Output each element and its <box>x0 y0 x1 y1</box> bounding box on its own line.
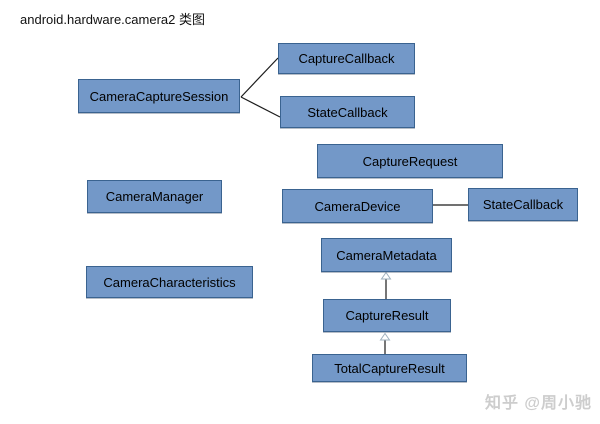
generalization-arrow-icon <box>379 332 391 341</box>
node-state-callback-session: StateCallback <box>280 96 415 128</box>
generalization-arrow-icon <box>380 271 392 280</box>
node-camera-device: CameraDevice <box>282 189 433 223</box>
node-state-callback-device: StateCallback <box>468 188 578 221</box>
node-camera-manager: CameraManager <box>87 180 222 213</box>
edge-session-statecallback <box>240 96 281 118</box>
node-capture-result: CaptureResult <box>323 299 451 332</box>
edge-session-capturecallback <box>240 57 279 98</box>
node-capture-callback: CaptureCallback <box>278 43 415 74</box>
node-camera-characteristics: CameraCharacteristics <box>86 266 253 298</box>
node-capture-request: CaptureRequest <box>317 144 503 178</box>
zhihu-watermark: 知乎 @周小驰 <box>484 395 592 412</box>
node-camera-capture-session: CameraCaptureSession <box>78 79 240 113</box>
node-camera-metadata: CameraMetadata <box>321 238 452 272</box>
node-total-capture-result: TotalCaptureResult <box>312 354 467 382</box>
diagram-title: android.hardware.camera2 类图 <box>20 12 205 27</box>
